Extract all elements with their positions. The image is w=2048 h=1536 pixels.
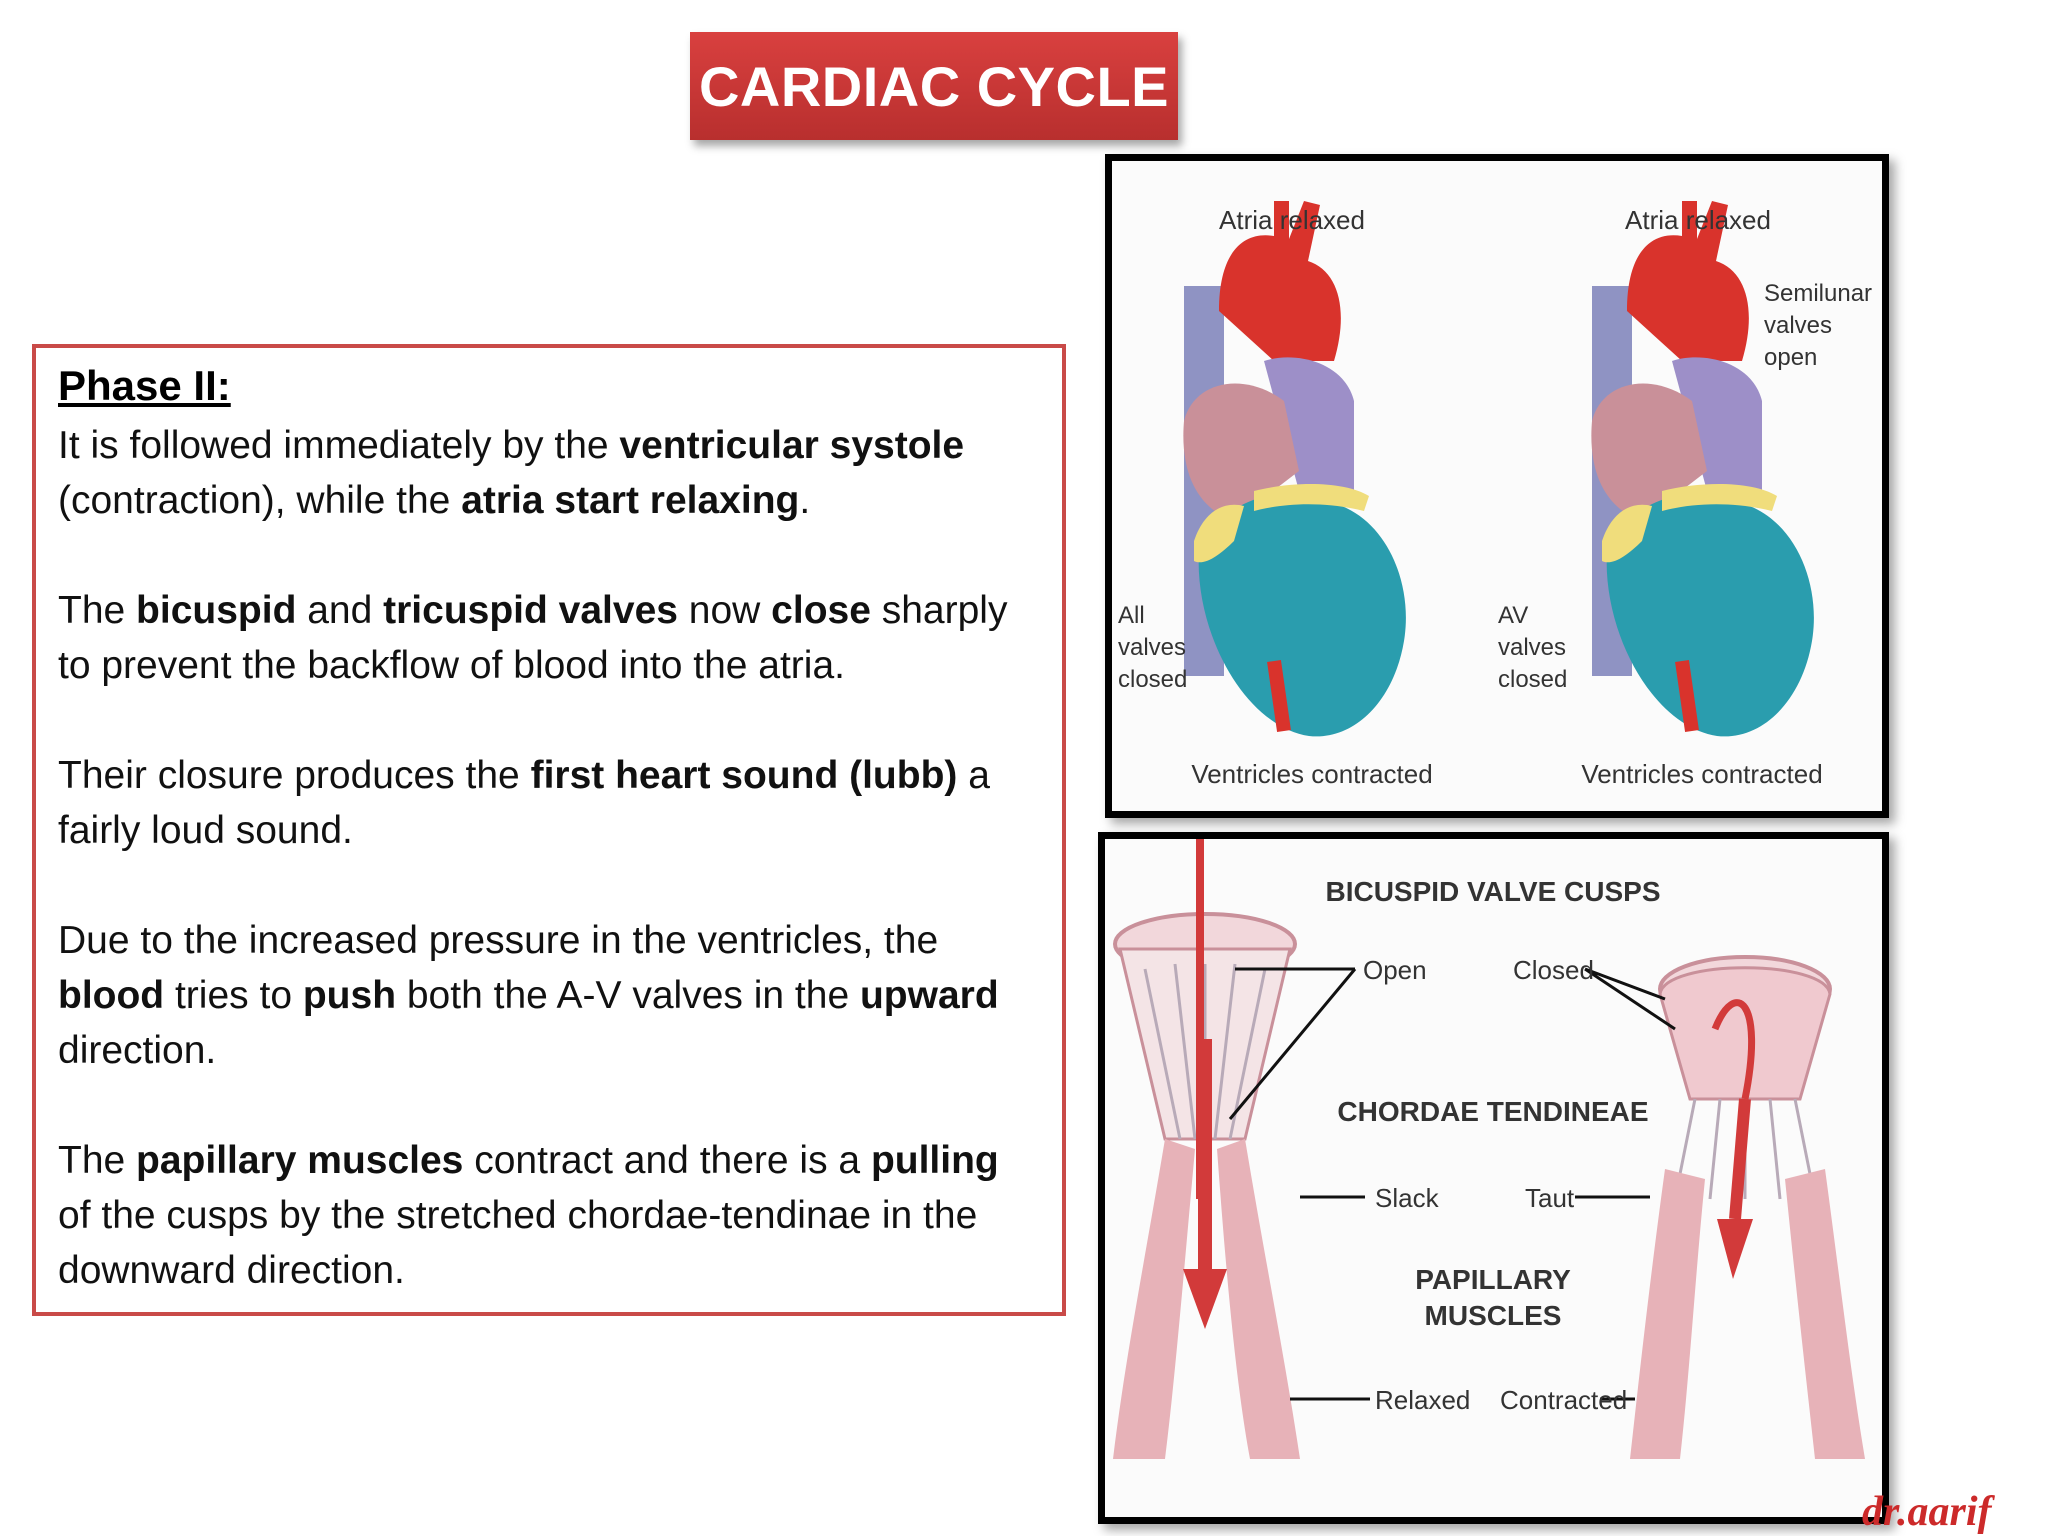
phase-heading: Phase II: bbox=[58, 362, 231, 409]
page-title: CARDIAC CYCLE bbox=[698, 54, 1170, 118]
label-papillary-2: MUSCLES bbox=[1425, 1300, 1562, 1331]
label-left-bottom: Ventricles contracted bbox=[1191, 759, 1432, 789]
label-taut: Taut bbox=[1525, 1183, 1575, 1213]
label-contracted: Contracted bbox=[1500, 1385, 1627, 1415]
paragraph-1: It is followed immediately by the ventri… bbox=[58, 424, 965, 522]
label-slack: Slack bbox=[1375, 1183, 1440, 1213]
label-right-top: Atria relaxed bbox=[1625, 205, 1771, 235]
label-chordae: CHORDAE TENDINEAE bbox=[1337, 1096, 1648, 1127]
title-banner: CARDIAC CYCLE bbox=[690, 32, 1178, 140]
label-left-side-1: All bbox=[1118, 602, 1145, 629]
label-left-side-3: closed bbox=[1118, 666, 1187, 693]
heart-left-illustration bbox=[1183, 201, 1406, 736]
closed-valve-illustration bbox=[1630, 955, 1865, 1459]
label-bicuspid-heading: BICUSPID VALVE CUSPS bbox=[1325, 876, 1660, 907]
signature: dr.aarif bbox=[1862, 1489, 1992, 1535]
text-box: Phase II: It is followed immediately by … bbox=[32, 344, 1066, 1316]
paragraph-2: The bicuspid and tricuspid valves now cl… bbox=[58, 589, 1008, 687]
label-right-side-1: AV bbox=[1498, 602, 1528, 629]
label-left-top: Atria relaxed bbox=[1219, 205, 1365, 235]
label-semilunar-2: valves bbox=[1764, 312, 1832, 339]
label-left-side-2: valves bbox=[1118, 634, 1186, 661]
heart-figure: Atria relaxed All valves closed Ventricl… bbox=[1105, 154, 1889, 818]
label-right-side-3: closed bbox=[1498, 666, 1567, 693]
label-papillary-1: PAPILLARY bbox=[1415, 1264, 1571, 1295]
valve-illustration: BICUSPID VALVE CUSPS Open Closed CHORDAE… bbox=[1113, 839, 1865, 1459]
paragraph-3: Their closure produces the first heart s… bbox=[58, 754, 990, 852]
label-right-side-2: valves bbox=[1498, 634, 1566, 661]
label-relaxed: Relaxed bbox=[1375, 1385, 1470, 1415]
label-closed: Closed bbox=[1513, 955, 1594, 985]
heart-illustration: Atria relaxed All valves closed Ventricl… bbox=[1118, 161, 1872, 789]
label-semilunar-1: Semilunar bbox=[1764, 280, 1872, 307]
paragraph-5: The papillary muscles contract and there… bbox=[58, 1139, 999, 1292]
label-open: Open bbox=[1363, 955, 1427, 985]
label-semilunar-3: open bbox=[1764, 344, 1817, 371]
paragraph-4: Due to the increased pressure in the ven… bbox=[58, 919, 999, 1072]
label-right-bottom: Ventricles contracted bbox=[1581, 759, 1822, 789]
valve-figure: BICUSPID VALVE CUSPS Open Closed CHORDAE… bbox=[1098, 832, 1889, 1524]
open-valve-illustration bbox=[1113, 839, 1300, 1459]
